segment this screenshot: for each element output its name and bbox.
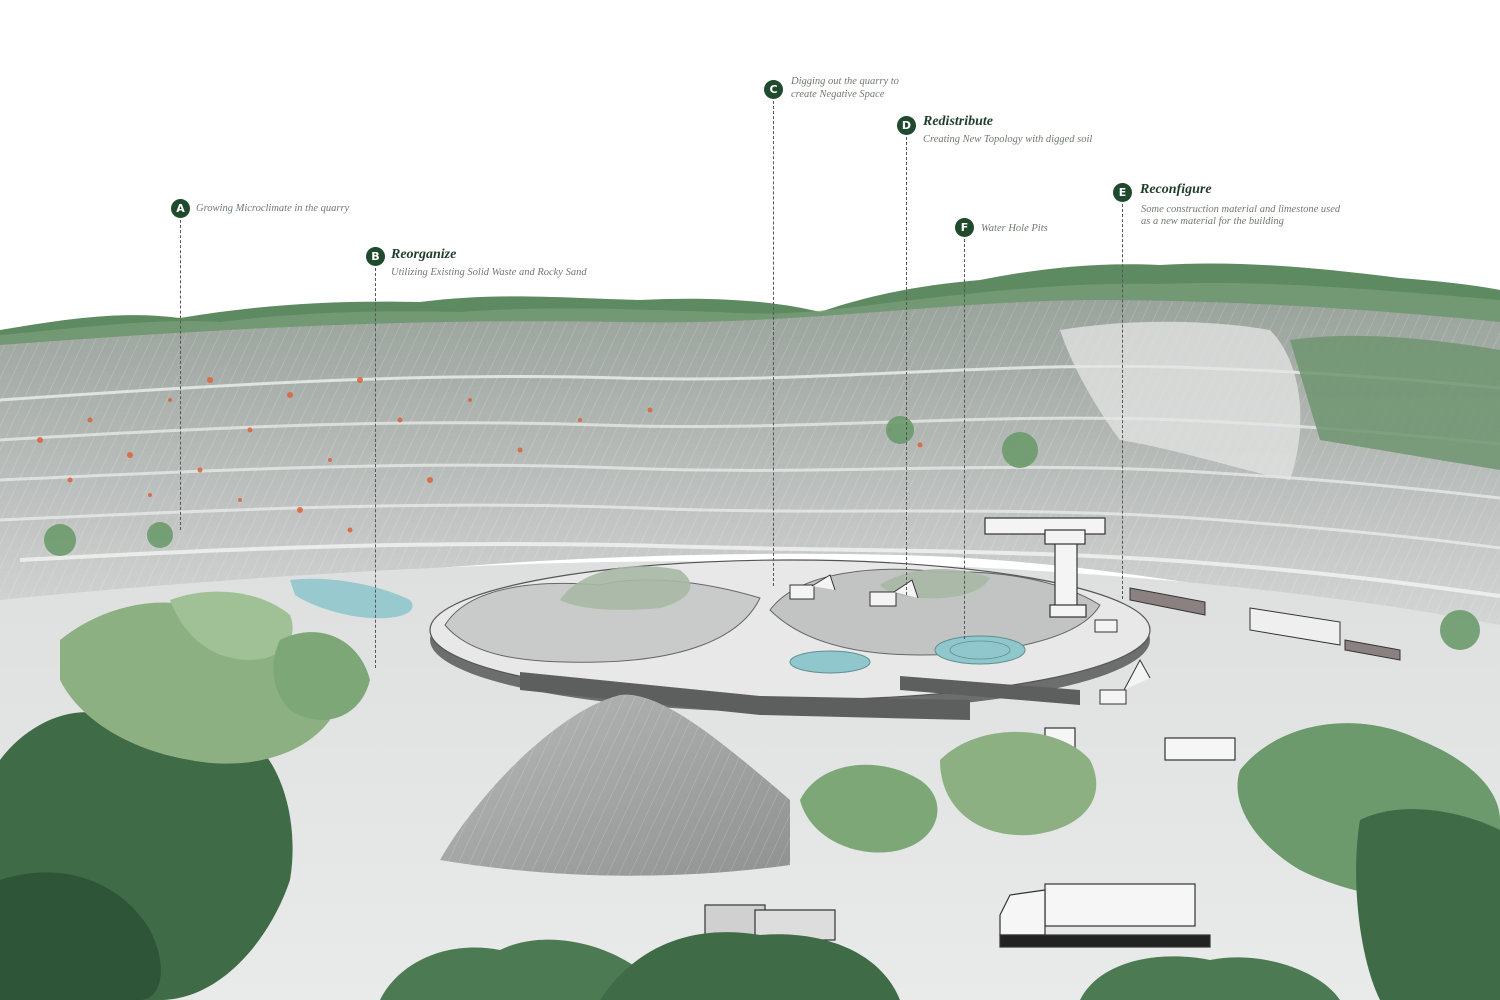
callout-e-leader [1122, 204, 1123, 599]
callout-c-badge: C [764, 80, 783, 99]
water-pond [290, 578, 413, 619]
central-building [429, 559, 1151, 720]
callout-a-leader [180, 220, 181, 530]
midground-trees [44, 416, 1480, 650]
callout-e-title: Reconfigure [1140, 182, 1212, 197]
callout-d-title: Redistribute [923, 114, 994, 129]
callout-a-description: Growing Microclimate in the quarry [196, 203, 350, 214]
callout-d-description: Creating New Topology with digged soil [923, 134, 1093, 145]
rust-speckles [37, 377, 923, 533]
callout-e-description-line2: as a new material for the building [1141, 216, 1284, 227]
callout-a-badge: A [171, 199, 190, 218]
callout-f-description: Water Hole Pits [981, 223, 1048, 234]
callout-b-description: Utilizing Existing Solid Waste and Rocky… [391, 267, 587, 278]
callout-f-badge: F [955, 218, 974, 237]
callout-e-description-line1: Some construction material and limestone… [1141, 204, 1341, 215]
excavators [789, 574, 1151, 705]
callout-f-leader [964, 239, 965, 639]
foreground-trees [0, 591, 1500, 1000]
callout-b-badge: B [366, 247, 385, 266]
storage-sheds [1129, 587, 1401, 661]
callout-b-title: Reorganize [391, 247, 457, 262]
callout-c-description-line1: Digging out the quarry to [791, 76, 899, 87]
callout-e-badge: E [1113, 183, 1132, 202]
callout-b-leader [375, 268, 376, 668]
crane [984, 517, 1106, 618]
callout-d-leader [906, 137, 907, 595]
callout-d-badge: D [897, 116, 916, 135]
gravel-pile [440, 694, 790, 876]
callout-c-description-line2: create Negative Space [791, 89, 885, 100]
callout-c-leader [773, 101, 774, 586]
